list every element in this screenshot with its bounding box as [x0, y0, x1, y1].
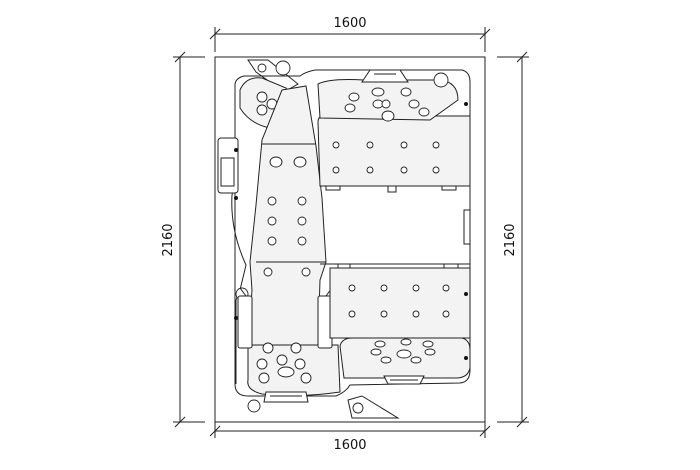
- dimension-left: 2160: [161, 51, 205, 428]
- dimension-bottom: 1600: [209, 420, 491, 453]
- filter-inner: [220, 157, 235, 187]
- dimension-right-label: 2160: [503, 223, 518, 256]
- armrest-left: [237, 295, 253, 349]
- foot-area-bottom-right: [339, 337, 471, 385]
- seat-bottom-right: [329, 263, 471, 339]
- head-rest-top-right: [317, 69, 468, 122]
- filter-column: [217, 137, 249, 384]
- dimension-top: 1600: [209, 16, 491, 52]
- dimension-right: 2160: [497, 51, 529, 428]
- corner-bottom-left: [247, 399, 261, 413]
- dimension-top-label: 1600: [333, 16, 366, 31]
- dimension-left-label: 2160: [161, 223, 176, 256]
- tub-outline: [234, 69, 471, 397]
- side-panel-right: [463, 209, 471, 245]
- outer-frame: [214, 56, 486, 423]
- dimension-bottom-label: 1600: [333, 438, 366, 453]
- lounger-center: [237, 85, 341, 403]
- seat-top-right: [317, 115, 471, 193]
- filter-panel: [217, 137, 239, 194]
- corner-bottom-right: [347, 395, 400, 419]
- footwell: [320, 209, 471, 265]
